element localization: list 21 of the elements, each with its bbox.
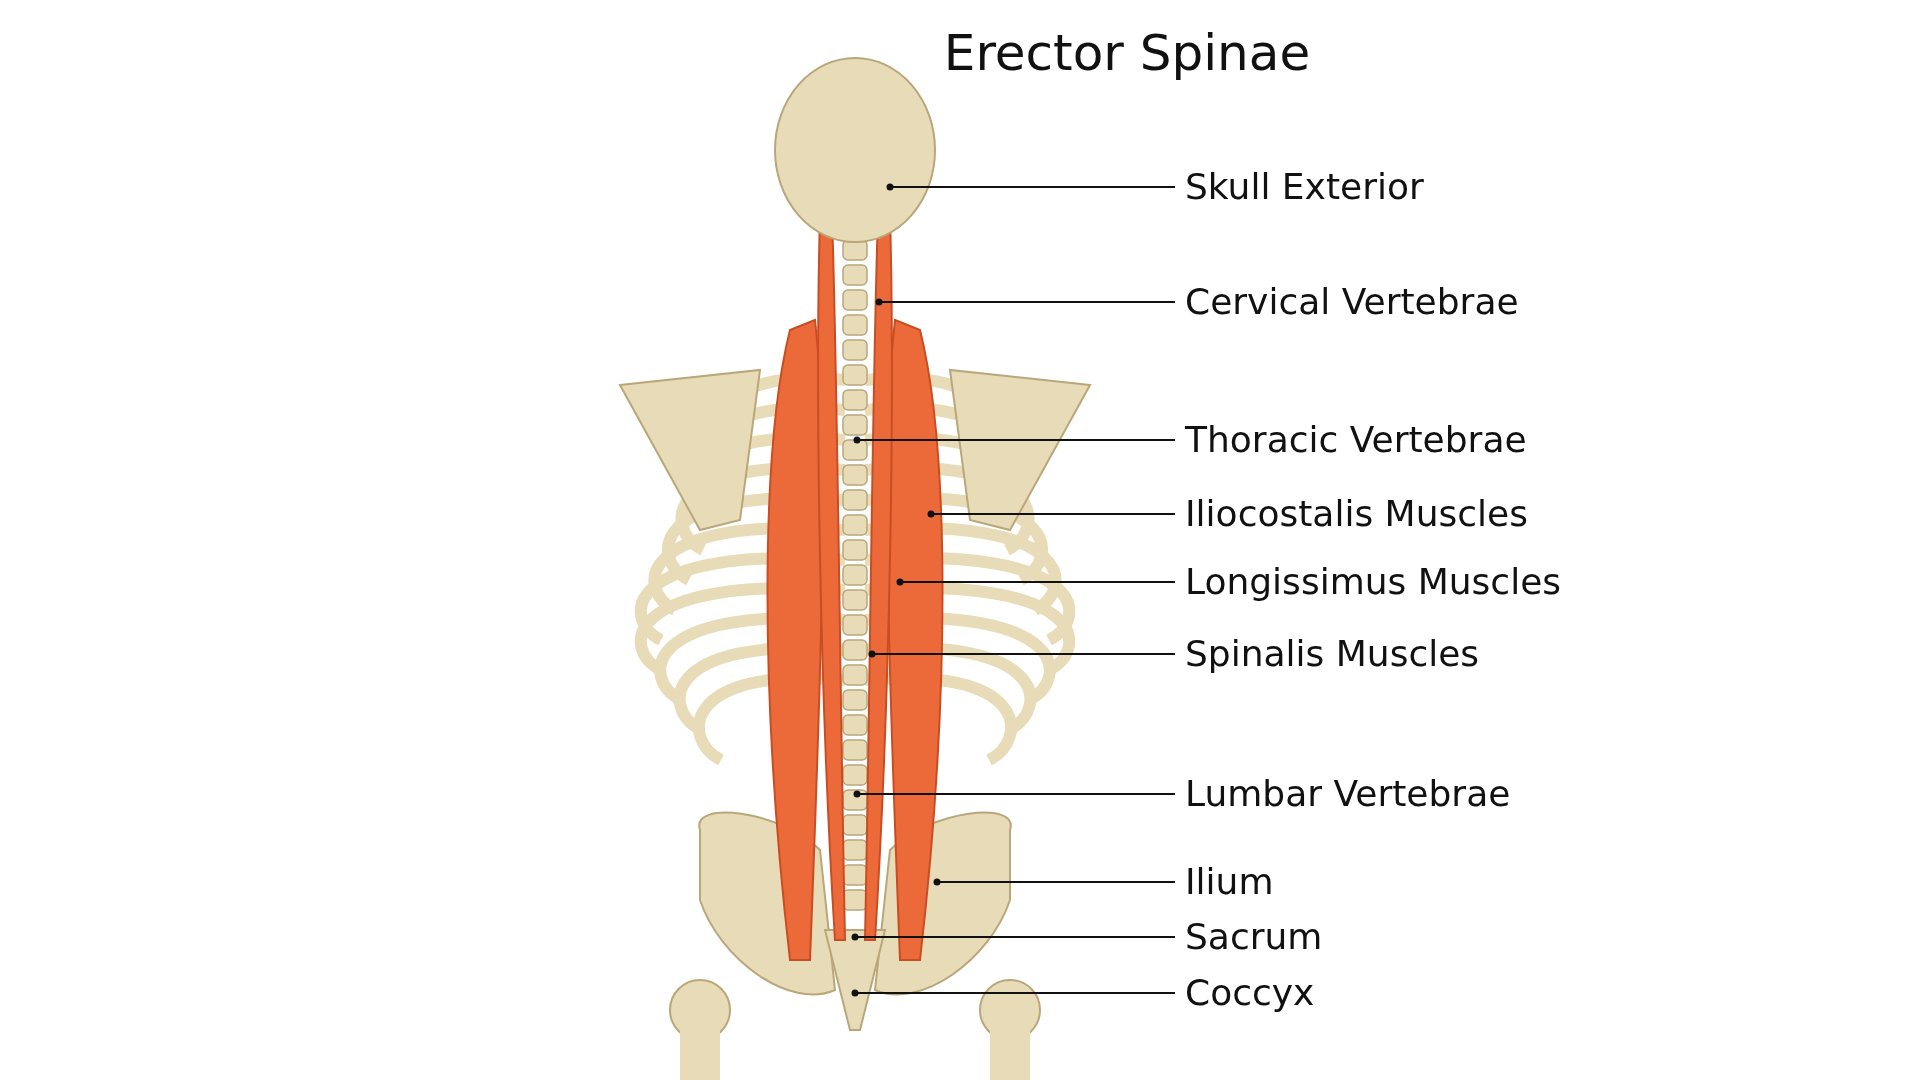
part-label: Iliocostalis Muscles <box>1185 492 1528 536</box>
part-label: Spinalis Muscles <box>1185 632 1480 676</box>
part-label: Coccyx <box>1185 971 1315 1015</box>
part-label: Ilium <box>1185 860 1274 904</box>
leader-line <box>886 183 1176 191</box>
leader-line <box>927 510 1176 518</box>
part-label: Cervical Vertebrae <box>1185 280 1519 324</box>
leader-line <box>875 298 1176 306</box>
part-label: Thoracic Vertebrae <box>1185 418 1527 462</box>
leader-line <box>851 989 1176 997</box>
part-label: Lumbar Vertebrae <box>1185 772 1511 816</box>
leader-line <box>896 578 1176 586</box>
leader-line <box>853 790 1176 798</box>
part-label: Sacrum <box>1185 915 1323 959</box>
leader-line <box>851 933 1176 941</box>
leader-line <box>853 436 1176 444</box>
part-label: Skull Exterior <box>1185 165 1424 209</box>
leader-line <box>933 878 1176 886</box>
title: Erector Spinae <box>942 24 1312 82</box>
part-label: Longissimus Muscles <box>1185 560 1562 604</box>
leader-line <box>868 650 1176 658</box>
